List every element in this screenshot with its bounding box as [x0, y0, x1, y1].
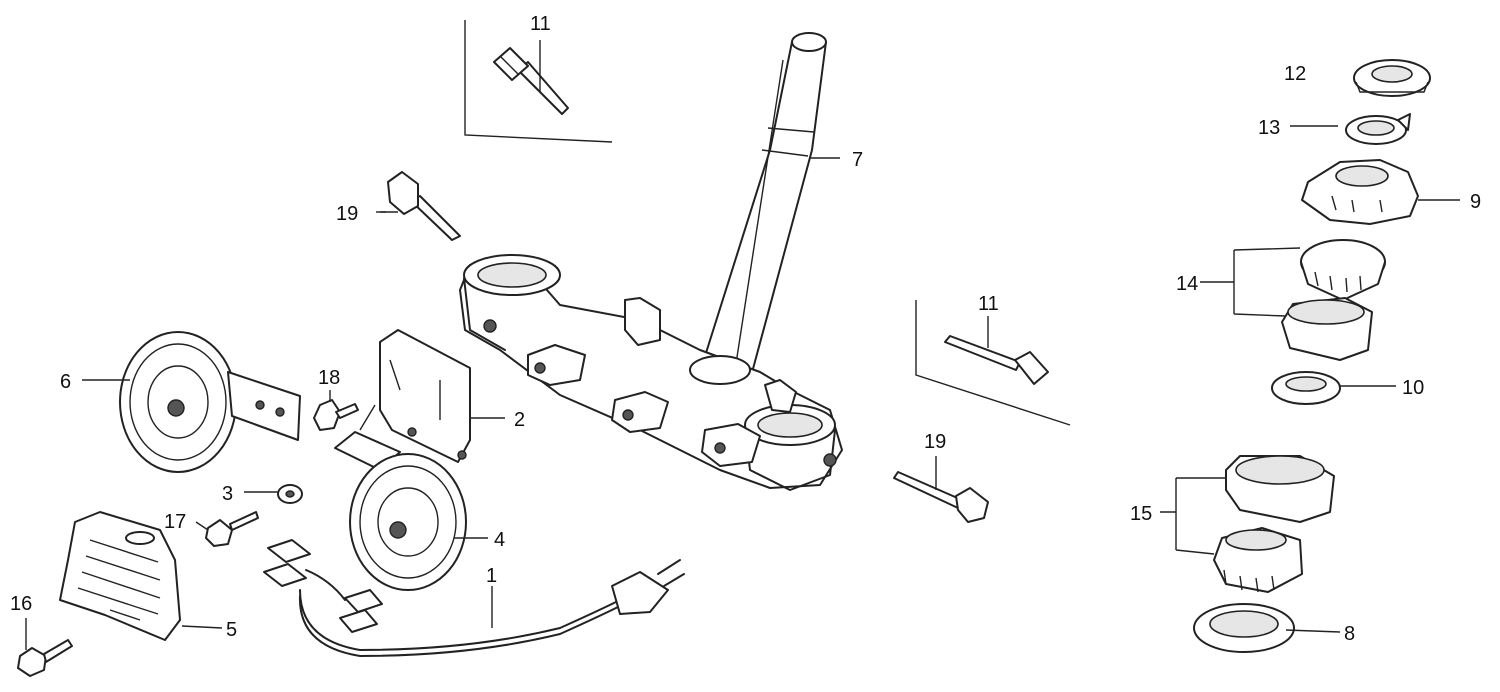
callout-4: 4	[494, 529, 505, 551]
bolt-11-upper	[464, 20, 613, 143]
steering-nut-12	[1353, 59, 1431, 97]
horn-4	[334, 431, 467, 591]
callout-17: 17	[164, 511, 186, 533]
callout-13: 13	[1258, 117, 1280, 139]
bolt-11-right	[915, 300, 1071, 426]
callout-8: 8	[1344, 623, 1355, 645]
top-thread-9	[1301, 159, 1419, 225]
callout-16: 16	[10, 593, 32, 615]
callout-3: 3	[222, 483, 233, 505]
bolt-16	[17, 639, 73, 677]
callout-1: 1	[486, 565, 497, 587]
callout-5: 5	[226, 619, 237, 641]
washer-3	[277, 484, 303, 504]
horn-cover-5	[59, 511, 181, 641]
callout-11-upper: 11	[530, 13, 551, 35]
horn-6	[119, 331, 301, 473]
bolt-17	[205, 511, 259, 547]
callout-9: 9	[1470, 191, 1481, 213]
bolt-18	[313, 399, 359, 431]
bolt-19-right	[893, 471, 989, 523]
callout-18: 18	[318, 367, 340, 389]
steering-stem-bottom-bridge	[459, 32, 843, 491]
dust-seal-8	[1193, 603, 1295, 653]
callout-6: 6	[60, 371, 71, 393]
callout-10: 10	[1402, 377, 1424, 399]
dust-seal-10	[1271, 371, 1341, 405]
callout-labels: 11 19 7 11 19 12 13 9 14 10 15 8 6 18 2 …	[10, 13, 1481, 645]
callout-14: 14	[1176, 273, 1198, 295]
callout-7: 7	[852, 149, 863, 171]
leader-lines	[25, 40, 1460, 650]
bolt-19-upper	[380, 171, 461, 241]
bearing-14	[1281, 239, 1386, 361]
callout-15: 15	[1130, 503, 1152, 525]
callout-12: 12	[1284, 63, 1306, 85]
callout-19-upper: 19	[336, 203, 358, 225]
callout-2: 2	[514, 409, 525, 431]
callout-11-right: 11	[978, 293, 999, 315]
lock-washer-13	[1345, 113, 1411, 145]
callout-19-right: 19	[924, 431, 946, 453]
bracket-2	[359, 329, 471, 463]
wire-harness-1	[263, 539, 685, 657]
race-15	[1213, 455, 1335, 593]
